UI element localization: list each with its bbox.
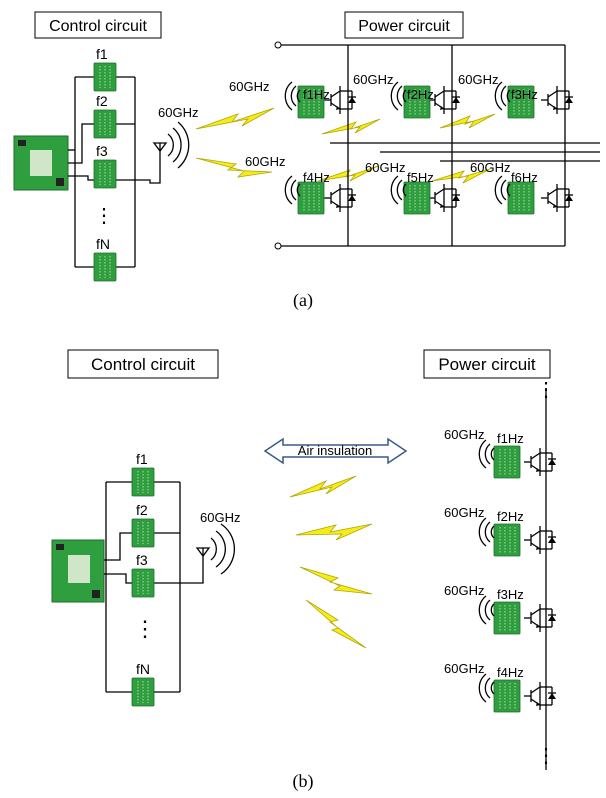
freq-label-f2-b: f2 <box>136 502 148 518</box>
rx-antenna-4-b <box>478 673 495 703</box>
rx-label-f4-a: f4Hz <box>303 170 330 185</box>
rail-dots-top-b: ⋮ <box>536 379 556 401</box>
power-circuit-box-a <box>344 11 464 39</box>
rx-ant-label-2-a: 60GHz <box>353 72 393 87</box>
oscillator-bus-a: f1 f2 f3 fN ⋮ <box>68 46 161 282</box>
rx-label-f2-b: f2Hz <box>497 509 524 524</box>
power-circuit-box-b <box>423 349 551 379</box>
lightning-bolts-a <box>195 107 496 184</box>
control-circuit-box-a <box>34 11 162 39</box>
rx-ant-label-3-a: 60GHz <box>458 72 498 87</box>
tx-antenna-b <box>195 523 235 575</box>
rx-ant-label-6-a: 60GHz <box>470 160 510 175</box>
rail-dots-bottom-b: ⋮ <box>536 745 556 767</box>
oscillator-f3-b <box>131 568 155 598</box>
ellipsis-b: ⋮ <box>134 616 156 641</box>
oscillator-fn-a <box>93 252 117 282</box>
rx-antenna-2-b <box>478 517 495 547</box>
receiver-f1-b <box>493 445 521 479</box>
switch-4-a <box>323 183 357 213</box>
rx-label-f6-a: f6Hz <box>511 170 538 185</box>
freq-label-fn-b: fN <box>136 661 150 677</box>
switch-4-b <box>523 681 557 711</box>
oscillator-f2-a <box>93 109 117 139</box>
receiver-f4-b <box>493 679 521 713</box>
air-insulation-label: Air insulation <box>298 443 372 458</box>
receiver-f5-a <box>403 181 431 215</box>
switch-1-b <box>523 447 557 477</box>
rx-label-f1-a: f1Hz <box>303 87 330 102</box>
rx-ant-label-3-b: 60GHz <box>444 583 484 598</box>
receiver-f2-b <box>493 523 521 557</box>
rx-label-f1-b: f1Hz <box>497 431 524 446</box>
oscillator-f3-a <box>93 159 117 189</box>
receiver-f4-a <box>297 181 325 215</box>
tx-link-label-a: 60GHz <box>158 105 198 120</box>
power-circuit-title-a: Power circuit <box>358 18 450 35</box>
rx-ant-label-2-b: 60GHz <box>444 505 484 520</box>
rx-ant-label-1-a: 60GHz <box>229 79 269 94</box>
control-circuit-box-b <box>67 349 219 379</box>
tx-link-label2-a: 60GHz <box>245 154 285 169</box>
tx-label-b: 60GHz <box>200 510 240 525</box>
rx-antenna-1-b <box>478 439 495 469</box>
rx-label-f5-a: f5Hz <box>407 170 434 185</box>
tx-antenna-a <box>152 121 190 169</box>
rx-label-f3-a: f3Hz <box>511 87 538 102</box>
power-circuit-title-b: Power circuit <box>438 355 536 374</box>
switch-6-a <box>540 183 574 213</box>
rx-ant-label-1-b: 60GHz <box>444 427 484 442</box>
ellipsis-a: ⋮ <box>94 205 114 227</box>
oscillator-bus-b: f1 f2 f3 fN ⋮ <box>104 451 204 707</box>
panel-b: Control circuit Power circuit f1 f2 f3 f… <box>51 349 557 792</box>
oscillator-f2-b <box>131 518 155 548</box>
oscillator-f1-a <box>93 62 117 92</box>
rx-label-f3-b: f3Hz <box>497 587 524 602</box>
control-circuit-title-a: Control circuit <box>49 18 147 35</box>
air-insulation-arrow <box>263 437 408 465</box>
rx-label-f4-b: f4Hz <box>497 665 524 680</box>
freq-label-f3-b: f3 <box>136 552 148 568</box>
controller-board-a <box>13 135 69 191</box>
caption-a: (a) <box>293 290 313 311</box>
control-circuit-title-b: Control circuit <box>91 355 195 374</box>
switch-5-a <box>427 183 461 213</box>
freq-label-f2-a: f2 <box>96 93 108 109</box>
caption-b: (b) <box>293 771 314 792</box>
receiver-f6-a <box>507 181 535 215</box>
freq-label-f1-a: f1 <box>96 46 108 62</box>
rx-label-f2-a: f2Hz <box>407 87 434 102</box>
freq-label-f1-b: f1 <box>136 451 148 467</box>
receiver-f3-b <box>493 601 521 635</box>
power-rails-a <box>274 41 600 250</box>
switch-3-a <box>540 85 574 115</box>
panel-a: Control circuit Power circuit f1 f2 <box>13 11 600 311</box>
oscillator-f1-b <box>131 467 155 497</box>
rx-ant-label-5-a: 60GHz <box>365 160 405 175</box>
freq-label-f3-a: f3 <box>96 143 108 159</box>
switch-3-b <box>523 603 557 633</box>
lightning-bolts-b <box>289 475 373 649</box>
rx-antenna-3-b <box>478 595 495 625</box>
freq-label-fn-a: fN <box>96 236 110 252</box>
controller-board-b <box>51 539 105 603</box>
switch-2-b <box>523 525 557 555</box>
rx-ant-label-4-b: 60GHz <box>444 661 484 676</box>
oscillator-fn-b <box>131 677 155 707</box>
